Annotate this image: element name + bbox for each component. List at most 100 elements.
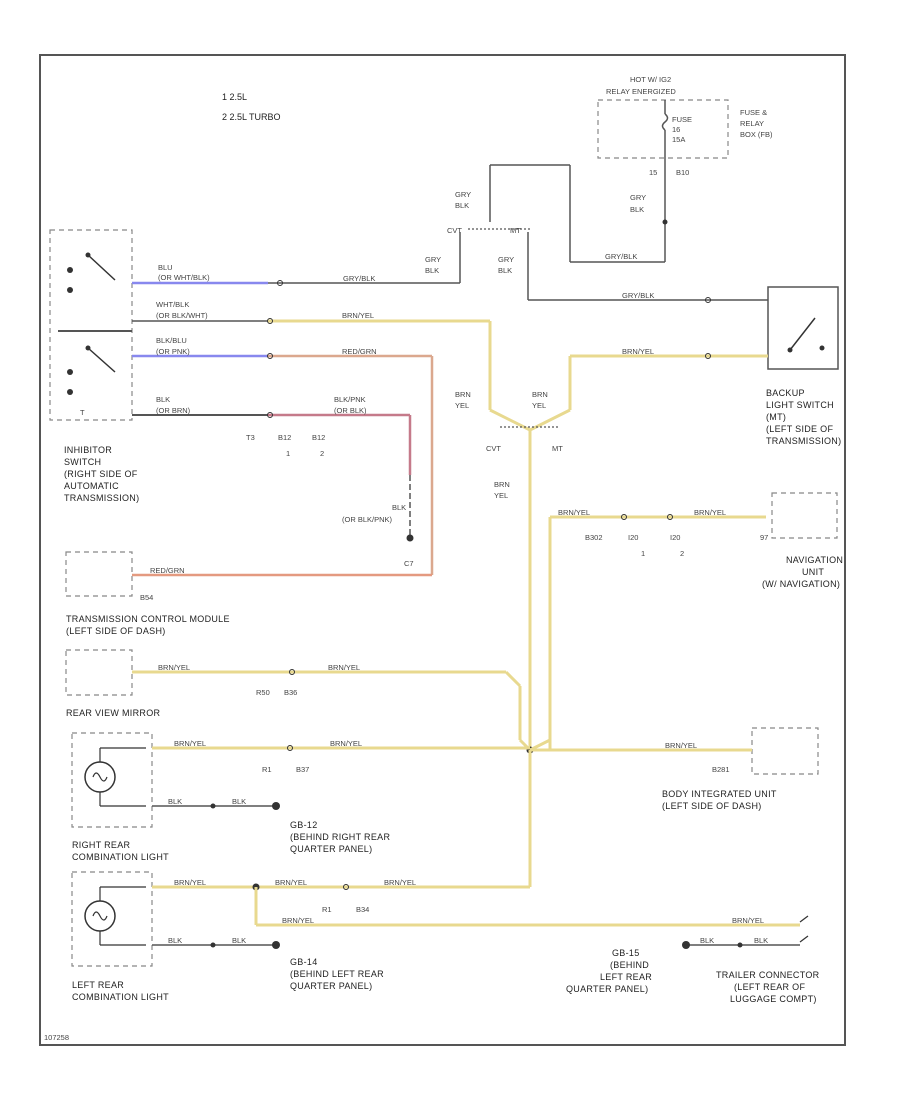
wire-label-blk-g3: BLK (168, 936, 182, 945)
nav-label-2: UNIT (802, 567, 824, 577)
mirror-label: REAR VIEW MIRROR (66, 708, 161, 718)
legend-item-2: 2 2.5L TURBO (222, 112, 281, 122)
gb12-label-3: QUARTER PANEL) (290, 844, 372, 854)
wire-label-brn-yel-a: BRN/YEL (342, 311, 374, 320)
splice-fuse (662, 219, 668, 225)
wire-label-red-grn-b: RED/GRN (150, 566, 185, 575)
wire-label-brn-yel-f: BRN/YEL (328, 663, 360, 672)
wire-label-blk-1: BLK (630, 205, 644, 214)
wire-label-wht-blk: WHT/BLK (156, 300, 189, 309)
wire-label-brn-yel-i: BRN/YEL (330, 739, 362, 748)
fuse-header: HOT W/ IG2 (630, 75, 671, 84)
bcm-label-2: (LEFT SIDE OF DASH) (662, 801, 762, 811)
right-rear-combination-light (71, 732, 153, 828)
conn-b12-a: B12 (278, 433, 291, 442)
trailer-pin-2 (799, 935, 809, 943)
wire-label-brn-yel-n: BRN/YEL (732, 916, 764, 925)
wire-label-blk-blu-alt: (OR PNK) (156, 347, 190, 356)
trailer-label-1: TRAILER CONNECTOR (716, 970, 820, 980)
cvt-label-upper: CVT (447, 226, 462, 235)
wire-label-gry-2: GRY (455, 190, 471, 199)
nav-pin: 97 (760, 533, 768, 542)
trailer-label-2: (LEFT REAR OF (734, 982, 805, 992)
wire-label-blk-3: BLK (425, 266, 439, 275)
bcm-connector: B281 (712, 765, 730, 774)
tcm-connector: B54 (140, 593, 153, 602)
mt-label-lower: MT (552, 444, 563, 453)
conn-t3: T3 (246, 433, 255, 442)
conn-r1-b: R1 (322, 905, 332, 914)
wire-label-brn-yel-b: BRN/YEL (622, 347, 654, 356)
wire-label-gry-blk-top: GRY/BLK (605, 252, 637, 261)
backup-label-3: (MT) (766, 412, 786, 422)
transmission-control-module (65, 551, 133, 597)
gb15-label-1: GB-15 (612, 948, 640, 958)
inhibitor-label-1: INHIBITOR (64, 445, 112, 455)
nav-label-1: NAVIGATION (786, 555, 843, 565)
fuse-symbol (661, 113, 669, 131)
pin-c7: C7 (404, 559, 414, 568)
diagram-frame (39, 54, 846, 1046)
fuse-header-2: RELAY ENERGIZED (606, 87, 676, 96)
wire-label-blk-or: BLK (392, 503, 406, 512)
inhibitor-label-5: TRANSMISSION) (64, 493, 139, 503)
gb15-label-2: (BEHIND (610, 960, 649, 970)
rear-view-mirror (65, 649, 133, 696)
fuse-box-label-1: FUSE & (740, 108, 767, 117)
gb14-label-2: (BEHIND LEFT REAR (290, 969, 384, 979)
bcm-label-1: BODY INTEGRATED UNIT (662, 789, 777, 799)
fuse-label: FUSE (672, 115, 692, 124)
wire-label-yel-1: YEL (455, 401, 469, 410)
gb15-label-4: QUARTER PANEL) (566, 984, 648, 994)
conn-i20-b: I20 (670, 533, 680, 542)
wire-label-brn-yel-m: BRN/YEL (282, 916, 314, 925)
conn-b12-b: B12 (312, 433, 325, 442)
wire-label-gry-4: GRY (498, 255, 514, 264)
lr-light-label-2: COMBINATION LIGHT (72, 992, 169, 1002)
mirror-conn-1: R50 (256, 688, 270, 697)
tcm-label-1: TRANSMISSION CONTROL MODULE (66, 614, 230, 624)
gb14-label-3: QUARTER PANEL) (290, 981, 372, 991)
wire-label-red-grn-a: RED/GRN (342, 347, 377, 356)
wire-label-blk-t1: BLK (700, 936, 714, 945)
inhibitor-label-4: AUTOMATIC (64, 481, 119, 491)
fuse-box-label-2: RELAY (740, 119, 764, 128)
wire-label-blk-blu: BLK/BLU (156, 336, 187, 345)
conn-i20-a: I20 (628, 533, 638, 542)
wire-label-blk-or-alt: (OR BLK/PNK) (342, 515, 393, 524)
wire-label-gry-1: GRY (630, 193, 646, 202)
wire-label-wht-blk-alt: (OR BLK/WHT) (156, 311, 208, 320)
wire-label-blk-alt: (OR BRN) (156, 406, 191, 415)
rr-light-label-2: COMBINATION LIGHT (72, 852, 169, 862)
conn-num-2: 2 (320, 449, 324, 458)
conn-b37: B37 (296, 765, 309, 774)
inhibitor-switch: T (49, 229, 133, 421)
wire-label-blu: BLU (158, 263, 173, 272)
nav-label-3: (W/ NAVIGATION) (762, 579, 840, 589)
wire-label-yel-2: YEL (532, 401, 546, 410)
wire-label-brn-yel-g: BRN/YEL (665, 741, 697, 750)
wire-label-brn-2: BRN (532, 390, 548, 399)
wire-label-blk: BLK (156, 395, 170, 404)
wire-label-gry-blk-a: GRY/BLK (343, 274, 375, 283)
backup-light-switch (767, 286, 839, 370)
backup-label-1: BACKUP (766, 388, 805, 398)
wire-label-blk-2: BLK (455, 201, 469, 210)
gb14-label-1: GB-14 (290, 957, 318, 967)
figure-id: 107258 (44, 1033, 69, 1042)
lr-light-label-1: LEFT REAR (72, 980, 124, 990)
wire-label-brn-yel-k: BRN/YEL (275, 878, 307, 887)
inhibitor-label-2: SWITCH (64, 457, 101, 467)
backup-label-4: (LEFT SIDE OF (766, 424, 833, 434)
conn-b302: B302 (585, 533, 603, 542)
cvt-label-lower: CVT (486, 444, 501, 453)
conn-num-1: 1 (286, 449, 290, 458)
mt-label-upper: MT (510, 226, 521, 235)
wire-label-brn-yel-c: BRN/YEL (558, 508, 590, 517)
wire-label-blk-pnk-alt: (OR BLK) (334, 406, 367, 415)
fuse-pin: 15 (649, 168, 657, 177)
tcm-label-2: (LEFT SIDE OF DASH) (66, 626, 166, 636)
conn-b34: B34 (356, 905, 369, 914)
inhibitor-label-3: (RIGHT SIDE OF (64, 469, 138, 479)
